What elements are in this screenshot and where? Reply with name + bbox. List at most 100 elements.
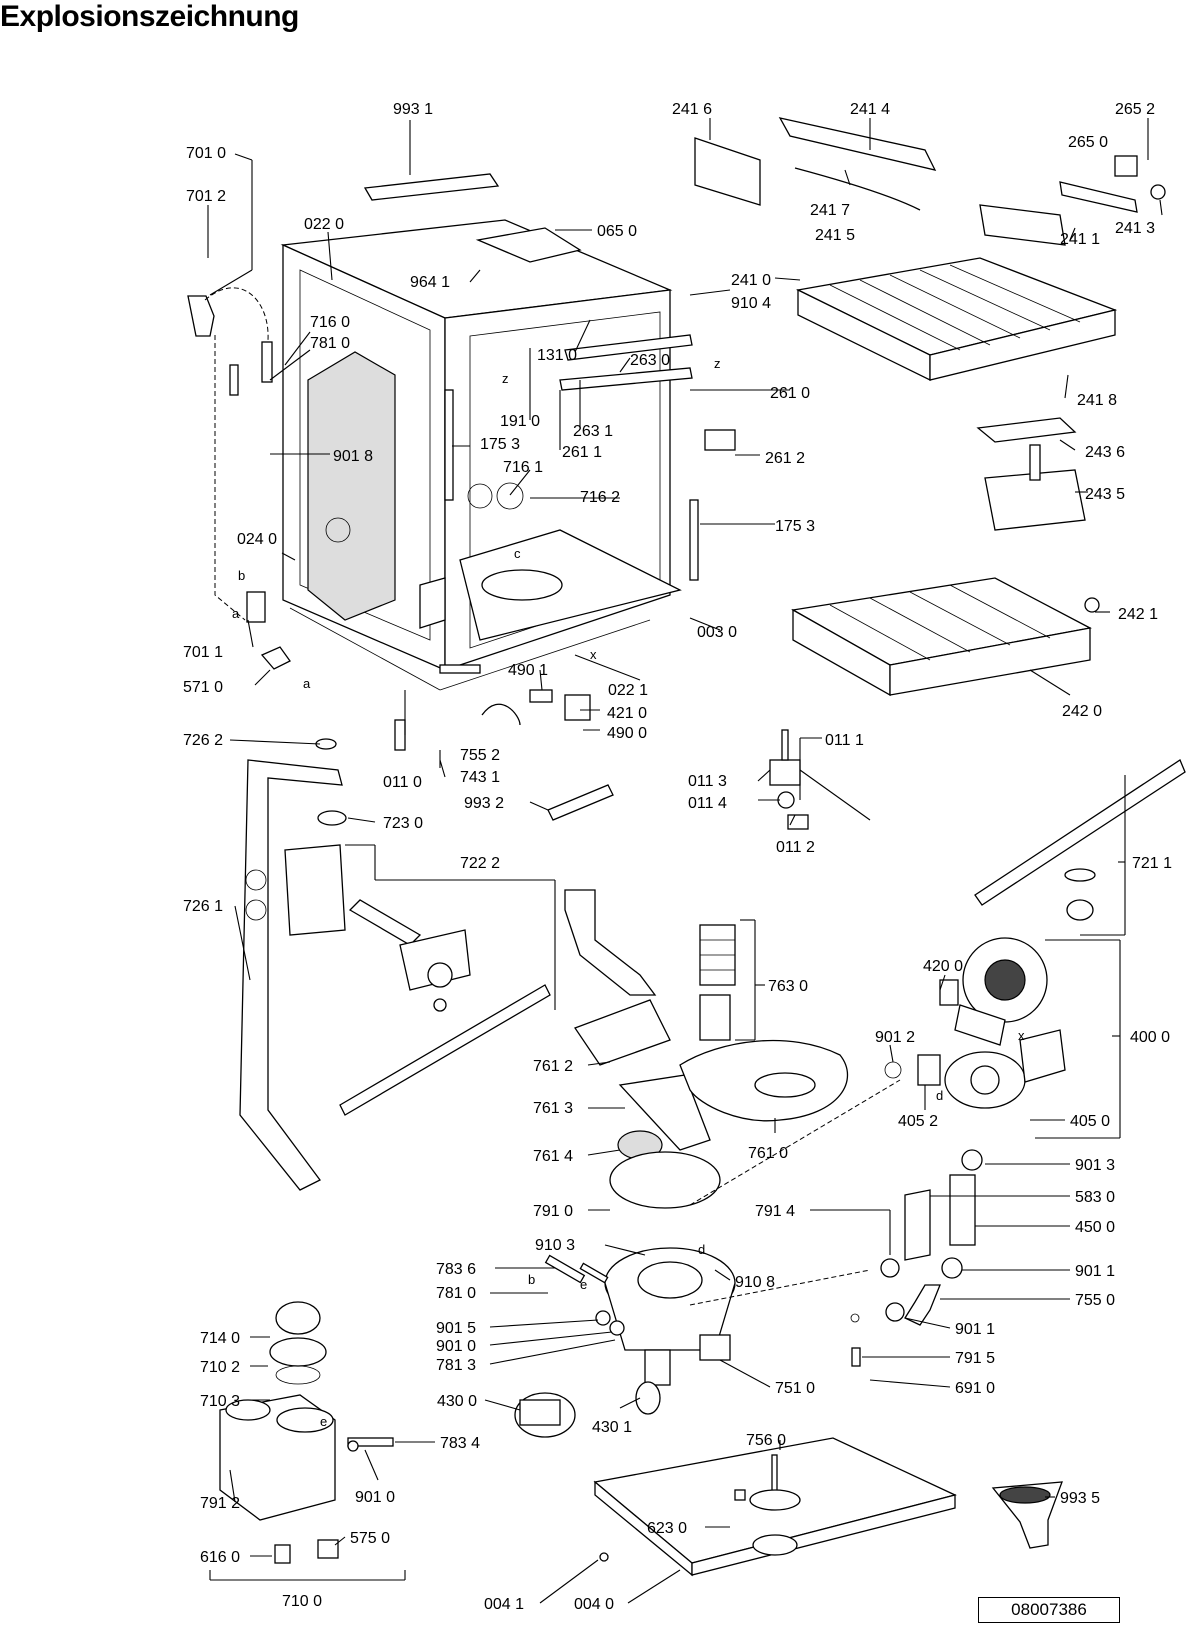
label-405-0: 405 0 (1070, 1113, 1110, 1130)
label-993-5: 993 5 (1060, 1490, 1100, 1507)
label-261-1: 261 1 (562, 444, 602, 461)
marker-x-2: x (1018, 1028, 1025, 1043)
label-261-0: 261 0 (770, 385, 810, 402)
label-993-2: 993 2 (464, 795, 504, 812)
label-241-5: 241 5 (815, 227, 855, 244)
label-726-1: 726 1 (183, 898, 223, 915)
label-901-5: 901 5 (436, 1320, 476, 1337)
label-490-1: 490 1 (508, 662, 548, 679)
label-241-7: 241 7 (810, 202, 850, 219)
marker-e-2: e (320, 1414, 327, 1429)
document-number: 08007386 (978, 1597, 1120, 1623)
label-583-0: 583 0 (1075, 1189, 1115, 1206)
label-490-0: 490 0 (607, 725, 647, 742)
label-910-8: 910 8 (735, 1274, 775, 1291)
label-901-2: 901 2 (875, 1029, 915, 1046)
label-722-2: 722 2 (460, 855, 500, 872)
label-751-0: 751 0 (775, 1380, 815, 1397)
label-910-4: 910 4 (731, 295, 771, 312)
label-901-0-center: 901 0 (436, 1338, 476, 1355)
label-616-0: 616 0 (200, 1549, 240, 1566)
label-710-2: 710 2 (200, 1359, 240, 1376)
label-756-0: 756 0 (746, 1432, 786, 1449)
label-003-0: 003 0 (697, 624, 737, 641)
label-781-0-lower: 781 0 (436, 1285, 476, 1302)
label-175-3-top: 175 3 (480, 436, 520, 453)
label-065-0: 065 0 (597, 223, 637, 240)
label-743-1: 743 1 (460, 769, 500, 786)
label-791-5: 791 5 (955, 1350, 995, 1367)
label-761-4: 761 4 (533, 1148, 573, 1165)
marker-d-1: d (936, 1088, 943, 1103)
label-721-1: 721 1 (1132, 855, 1172, 872)
label-011-1: 011 1 (825, 732, 864, 749)
marker-d-2: d (698, 1242, 705, 1257)
label-022-1: 022 1 (608, 682, 648, 699)
label-726-2: 726 2 (183, 732, 223, 749)
label-011-4: 011 4 (688, 795, 727, 812)
label-761-2: 761 2 (533, 1058, 573, 1075)
label-791-4: 791 4 (755, 1203, 795, 1220)
label-243-6: 243 6 (1085, 444, 1125, 461)
label-901-8: 901 8 (333, 448, 373, 465)
label-716-1: 716 1 (503, 459, 543, 476)
label-783-4: 783 4 (440, 1435, 480, 1452)
marker-x-1: x (590, 647, 597, 662)
label-993-1: 993 1 (393, 101, 433, 118)
part-labels: 993 1 241 6 241 4 265 2 265 0 701 0 701 … (183, 101, 1172, 1613)
base-pan-drawing (593, 1437, 957, 1577)
upper-basket-drawing (795, 257, 1118, 382)
label-011-2: 011 2 (776, 839, 815, 856)
marker-c: c (514, 546, 521, 561)
label-263-1: 263 1 (573, 423, 613, 440)
label-241-4: 241 4 (850, 101, 890, 118)
label-623-0: 623 0 (647, 1520, 687, 1537)
label-714-0: 714 0 (200, 1330, 240, 1347)
label-755-2: 755 2 (460, 747, 500, 764)
label-571-0: 571 0 (183, 679, 223, 696)
label-716-0: 716 0 (310, 314, 350, 331)
connection-markers: z z c x b a a x d d b e e (232, 356, 1025, 1429)
label-710-3: 710 3 (200, 1393, 240, 1410)
label-022-0: 022 0 (304, 216, 344, 233)
label-710-0: 710 0 (282, 1593, 322, 1610)
label-242-0: 242 0 (1062, 703, 1102, 720)
label-575-0: 575 0 (350, 1530, 390, 1547)
label-901-1-lower: 901 1 (955, 1321, 995, 1338)
marker-a-2: a (303, 676, 311, 691)
label-901-1-upper: 901 1 (1075, 1263, 1115, 1280)
label-011-0: 011 0 (383, 774, 422, 791)
lower-basket-drawing (791, 577, 1092, 697)
label-261-2: 261 2 (765, 450, 805, 467)
label-781-0-top: 781 0 (310, 335, 350, 352)
part-drawings (187, 117, 1186, 1577)
pump-drawing (939, 937, 1066, 1109)
label-400-0: 400 0 (1130, 1029, 1170, 1046)
marker-z-1: z (502, 371, 509, 386)
label-763-0: 763 0 (768, 978, 808, 995)
label-420-0: 420 0 (923, 958, 963, 975)
label-263-0: 263 0 (630, 352, 670, 369)
label-242-1: 242 1 (1118, 606, 1158, 623)
label-175-3-right: 175 3 (775, 518, 815, 535)
label-791-0: 791 0 (533, 1203, 573, 1220)
label-716-2: 716 2 (580, 489, 620, 506)
label-691-0: 691 0 (955, 1380, 995, 1397)
label-430-0: 430 0 (437, 1393, 477, 1410)
marker-b-1: b (238, 568, 245, 583)
marker-b-2: b (528, 1272, 535, 1287)
label-755-0: 755 0 (1075, 1292, 1115, 1309)
label-701-0: 701 0 (186, 145, 226, 162)
label-430-1: 430 1 (592, 1419, 632, 1436)
label-723-0: 723 0 (383, 815, 423, 832)
softener-drawing (219, 1301, 336, 1521)
label-421-0: 421 0 (607, 705, 647, 722)
label-241-1: 241 1 (1060, 231, 1100, 248)
marker-e-1: e (580, 1277, 587, 1292)
label-243-5: 243 5 (1085, 486, 1125, 503)
label-191-0: 191 0 (500, 413, 540, 430)
label-265-2: 265 2 (1115, 101, 1155, 118)
label-791-2: 791 2 (200, 1495, 240, 1512)
label-004-0: 004 0 (574, 1596, 614, 1613)
